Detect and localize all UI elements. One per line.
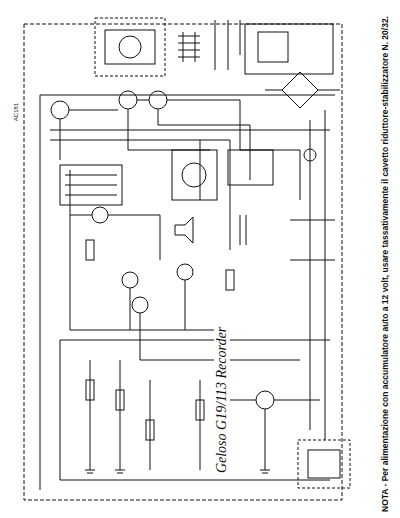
selector-rotor bbox=[182, 163, 206, 187]
chassis-outline bbox=[24, 24, 342, 500]
meter-symbol bbox=[304, 149, 316, 161]
motor-box bbox=[95, 18, 165, 76]
handwritten-title: Geloso G19/113 Recorder bbox=[214, 326, 230, 474]
switch-block bbox=[60, 165, 122, 205]
resistor-symbol bbox=[86, 240, 234, 440]
capacitor-symbol bbox=[240, 215, 246, 245]
rectifier-bridge bbox=[282, 72, 318, 108]
transformer-box bbox=[245, 24, 333, 74]
head-symbol bbox=[308, 450, 340, 478]
motor-symbol bbox=[119, 36, 141, 58]
connector-pins bbox=[178, 32, 200, 62]
transformer-symbol bbox=[258, 32, 288, 62]
part-label: AC181 bbox=[13, 102, 20, 122]
speaker-symbol bbox=[175, 217, 193, 243]
ground-symbol bbox=[85, 470, 270, 473]
lower-box bbox=[298, 440, 350, 488]
selector-switch bbox=[172, 150, 217, 200]
note-text: NOTA - Per alimentazione con accumulator… bbox=[381, 11, 391, 513]
switch-contacts bbox=[65, 175, 117, 195]
relay-box bbox=[228, 150, 273, 185]
motor-frame bbox=[105, 30, 155, 64]
wiring bbox=[40, 95, 335, 490]
transistor-symbol bbox=[51, 91, 274, 409]
